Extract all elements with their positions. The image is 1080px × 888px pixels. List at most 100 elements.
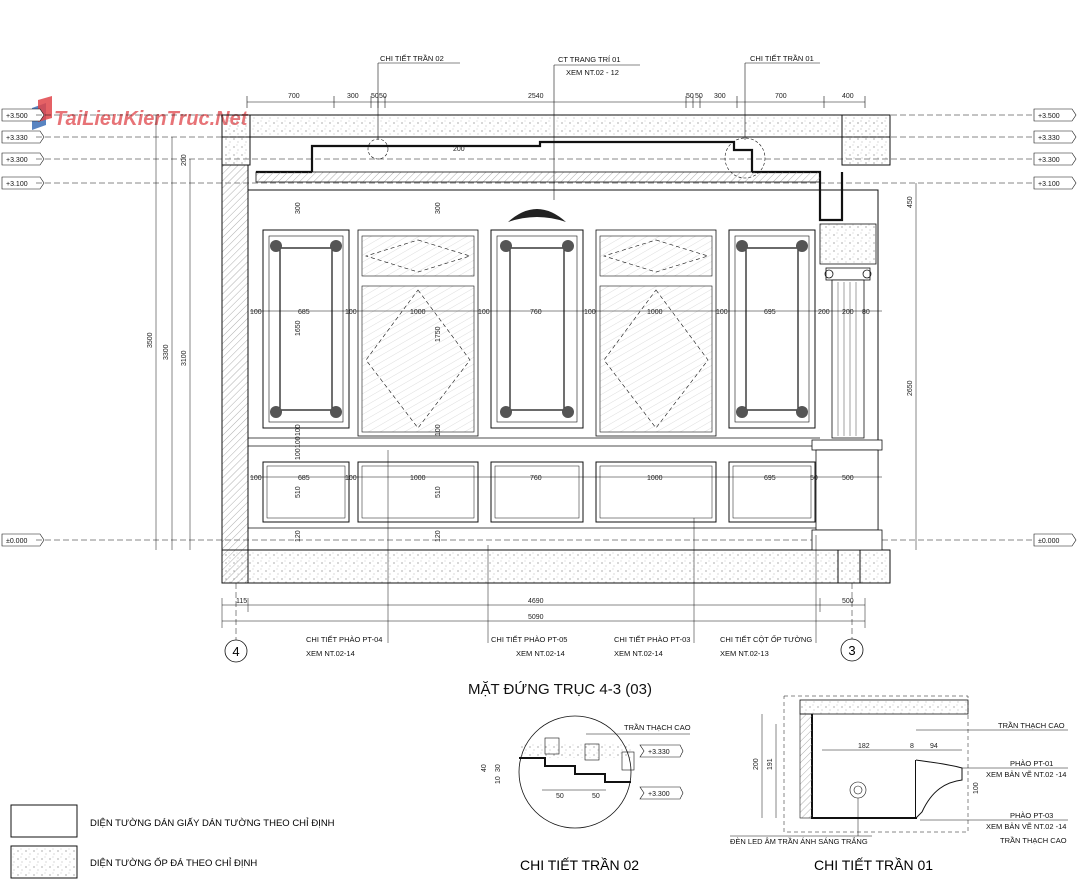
upper-wall-panels [262, 209, 816, 437]
dim-vl-9: 100 [435, 424, 442, 436]
bottom-dimensions: 115 4690 500 5090 [221, 598, 866, 628]
callout-pt04: CHI TIẾT PHÀO PT-04 [306, 634, 382, 644]
detail-02: 50 50 40 30 10 TRẦN THẠCH CAO +3.330 +3.… [481, 715, 691, 873]
ceiling-slab: 200 [221, 114, 891, 222]
dim-vl-3: 200 [181, 154, 188, 166]
dim-pw-12: 80 [862, 309, 870, 316]
ornament-crest [508, 209, 566, 222]
level-markers-left: +3.500+3.330+3.300+3.100±0.000 [1, 108, 45, 547]
level-label: +3.500 [1038, 113, 1060, 120]
dim-b-0: 115 [236, 598, 247, 605]
callout-pt03-ref: XEM NT.02-14 [614, 649, 663, 658]
level-tag [1033, 533, 1077, 547]
dim-vr-1: 2650 [907, 380, 914, 396]
watermark-text: TaiLieuKienTruc.Net [54, 108, 249, 130]
dim-vl-11: 120 [435, 530, 442, 542]
d01-dim-182: 182 [858, 743, 870, 750]
d01-dim-100: 100 [973, 782, 980, 794]
dim-top-7: 300 [714, 93, 726, 100]
dim-top-6: 50 [695, 93, 703, 100]
callout-ornament-ref: XEM NT.02 - 12 [566, 68, 619, 77]
d01-note-pt03-ref: XEM BẢN VẼ NT.02 -14 [986, 822, 1066, 831]
dim-vl-10: 510 [435, 486, 442, 498]
level-label: +3.330 [1038, 135, 1060, 142]
dim-pw-5: 760 [530, 309, 542, 316]
dim-lp-0: 100 [250, 475, 262, 482]
legend: DIỆN TƯỜNG DÁN GIẤY DÁN TƯỜNG THEO CHỈ Đ… [10, 804, 335, 879]
dim-pw-7: 1000 [647, 309, 663, 316]
dim-vl-7: 510 [295, 486, 302, 498]
grid-axes: 4 3 [224, 583, 864, 663]
callout-pt03: CHI TIẾT PHÀO PT-03 [614, 634, 690, 644]
dim-pw-2: 100 [345, 309, 357, 316]
legend-swatch-wallpaper [10, 804, 78, 838]
level-tag [1033, 176, 1077, 190]
axis-bubble-3 [840, 638, 864, 662]
detail-02-title: CHI TIẾT TRẦN 02 [520, 857, 639, 873]
dim-vl-0: 3500 [147, 332, 154, 348]
dim-ph-1: 1750 [435, 326, 442, 342]
level-tag [1, 533, 45, 547]
d02-dim-50a: 50 [556, 793, 564, 800]
callout-pt05: CHI TIẾT PHÀO PT-05 [491, 634, 567, 644]
dim-top-3: 50 [379, 93, 387, 100]
dim-pw-4: 100 [478, 309, 490, 316]
axis-bubble-4 [224, 639, 248, 663]
level-tag [1, 108, 45, 122]
d01-dim-200: 200 [753, 758, 760, 770]
pilaster-column [811, 223, 883, 551]
callout-ceiling-01: CHI TIẾT TRẦN 01 [750, 53, 814, 63]
callout-pt04-ref: XEM NT.02-14 [306, 649, 355, 658]
d01-note-pt03: PHÀO PT-03 [1010, 811, 1053, 820]
dim-top-5: 50 [686, 93, 694, 100]
dim-vl-6: 100 [295, 448, 302, 460]
legend-swatch-stone [10, 845, 78, 879]
d01-dim-8: 8 [910, 743, 914, 750]
watermark-logo: TaiLieuKienTruc.Net [32, 96, 249, 130]
dim-top-0: 700 [288, 93, 300, 100]
dim-vl-5: 100 [295, 436, 302, 448]
dim-ph-0: 1650 [295, 320, 302, 336]
d02-level-3300: +3.300 [648, 791, 670, 798]
callout-column: CHI TIẾT CỘT ỐP TƯỜNG [720, 634, 812, 644]
dim-lp-7: 50 [810, 475, 818, 482]
level-tag [1033, 130, 1077, 144]
d02-dim-40: 40 [481, 764, 488, 772]
vertical-dimensions: 3500 3300 3100 200 100 100 100 510 120 1… [147, 115, 917, 550]
dim-pw-0: 100 [250, 309, 262, 316]
d02-dim-30: 30 [495, 764, 502, 772]
dim-vl-1: 3300 [163, 344, 170, 360]
dim-pw-3: 1000 [410, 309, 426, 316]
level-label: ±0.000 [6, 538, 27, 545]
dim-lp-6: 695 [764, 475, 776, 482]
callout-column-ref: XEM NT.02-13 [720, 649, 769, 658]
dim-up-1: 300 [435, 202, 442, 214]
top-dimension-line: 700 300 50 50 2540 50 50 300 700 400 [246, 93, 866, 108]
panel-2 [357, 229, 479, 437]
d01-note-pt01: PHÀO PT-01 [1010, 759, 1053, 768]
level-tag [1033, 108, 1077, 122]
dim-top-1: 300 [347, 93, 359, 100]
detail-01-title: CHI TIẾT TRẦN 01 [814, 857, 933, 873]
dim-lp-1: 685 [298, 475, 310, 482]
dim-pw-6: 100 [584, 309, 596, 316]
level-tag [1, 130, 45, 144]
dim-vl-4: 100 [295, 424, 302, 436]
dim-lp-5: 1000 [647, 475, 663, 482]
dim-slab: 200 [453, 146, 465, 153]
level-label: +3.300 [1038, 157, 1060, 164]
dim-pw-1: 685 [298, 309, 310, 316]
callout-ornament: CT TRANG TRÍ 01 [558, 55, 621, 64]
d01-note-ceiling-top: TRẦN THẠCH CAO [998, 720, 1065, 730]
dim-lp-8: 500 [842, 475, 854, 482]
dim-lp-3: 1000 [410, 475, 426, 482]
level-label: +3.300 [6, 157, 28, 164]
level-markers-right: +3.500+3.330+3.300+3.100±0.000 [1033, 108, 1077, 547]
d01-note-pt01-ref: XEM BẢN VẼ NT.02 -14 [986, 770, 1066, 779]
dim-b-3: 5090 [528, 614, 544, 621]
d01-dim-94: 94 [930, 743, 938, 750]
level-label: +3.500 [6, 113, 28, 120]
dim-top-8: 700 [775, 93, 787, 100]
dim-up-0: 300 [295, 202, 302, 214]
